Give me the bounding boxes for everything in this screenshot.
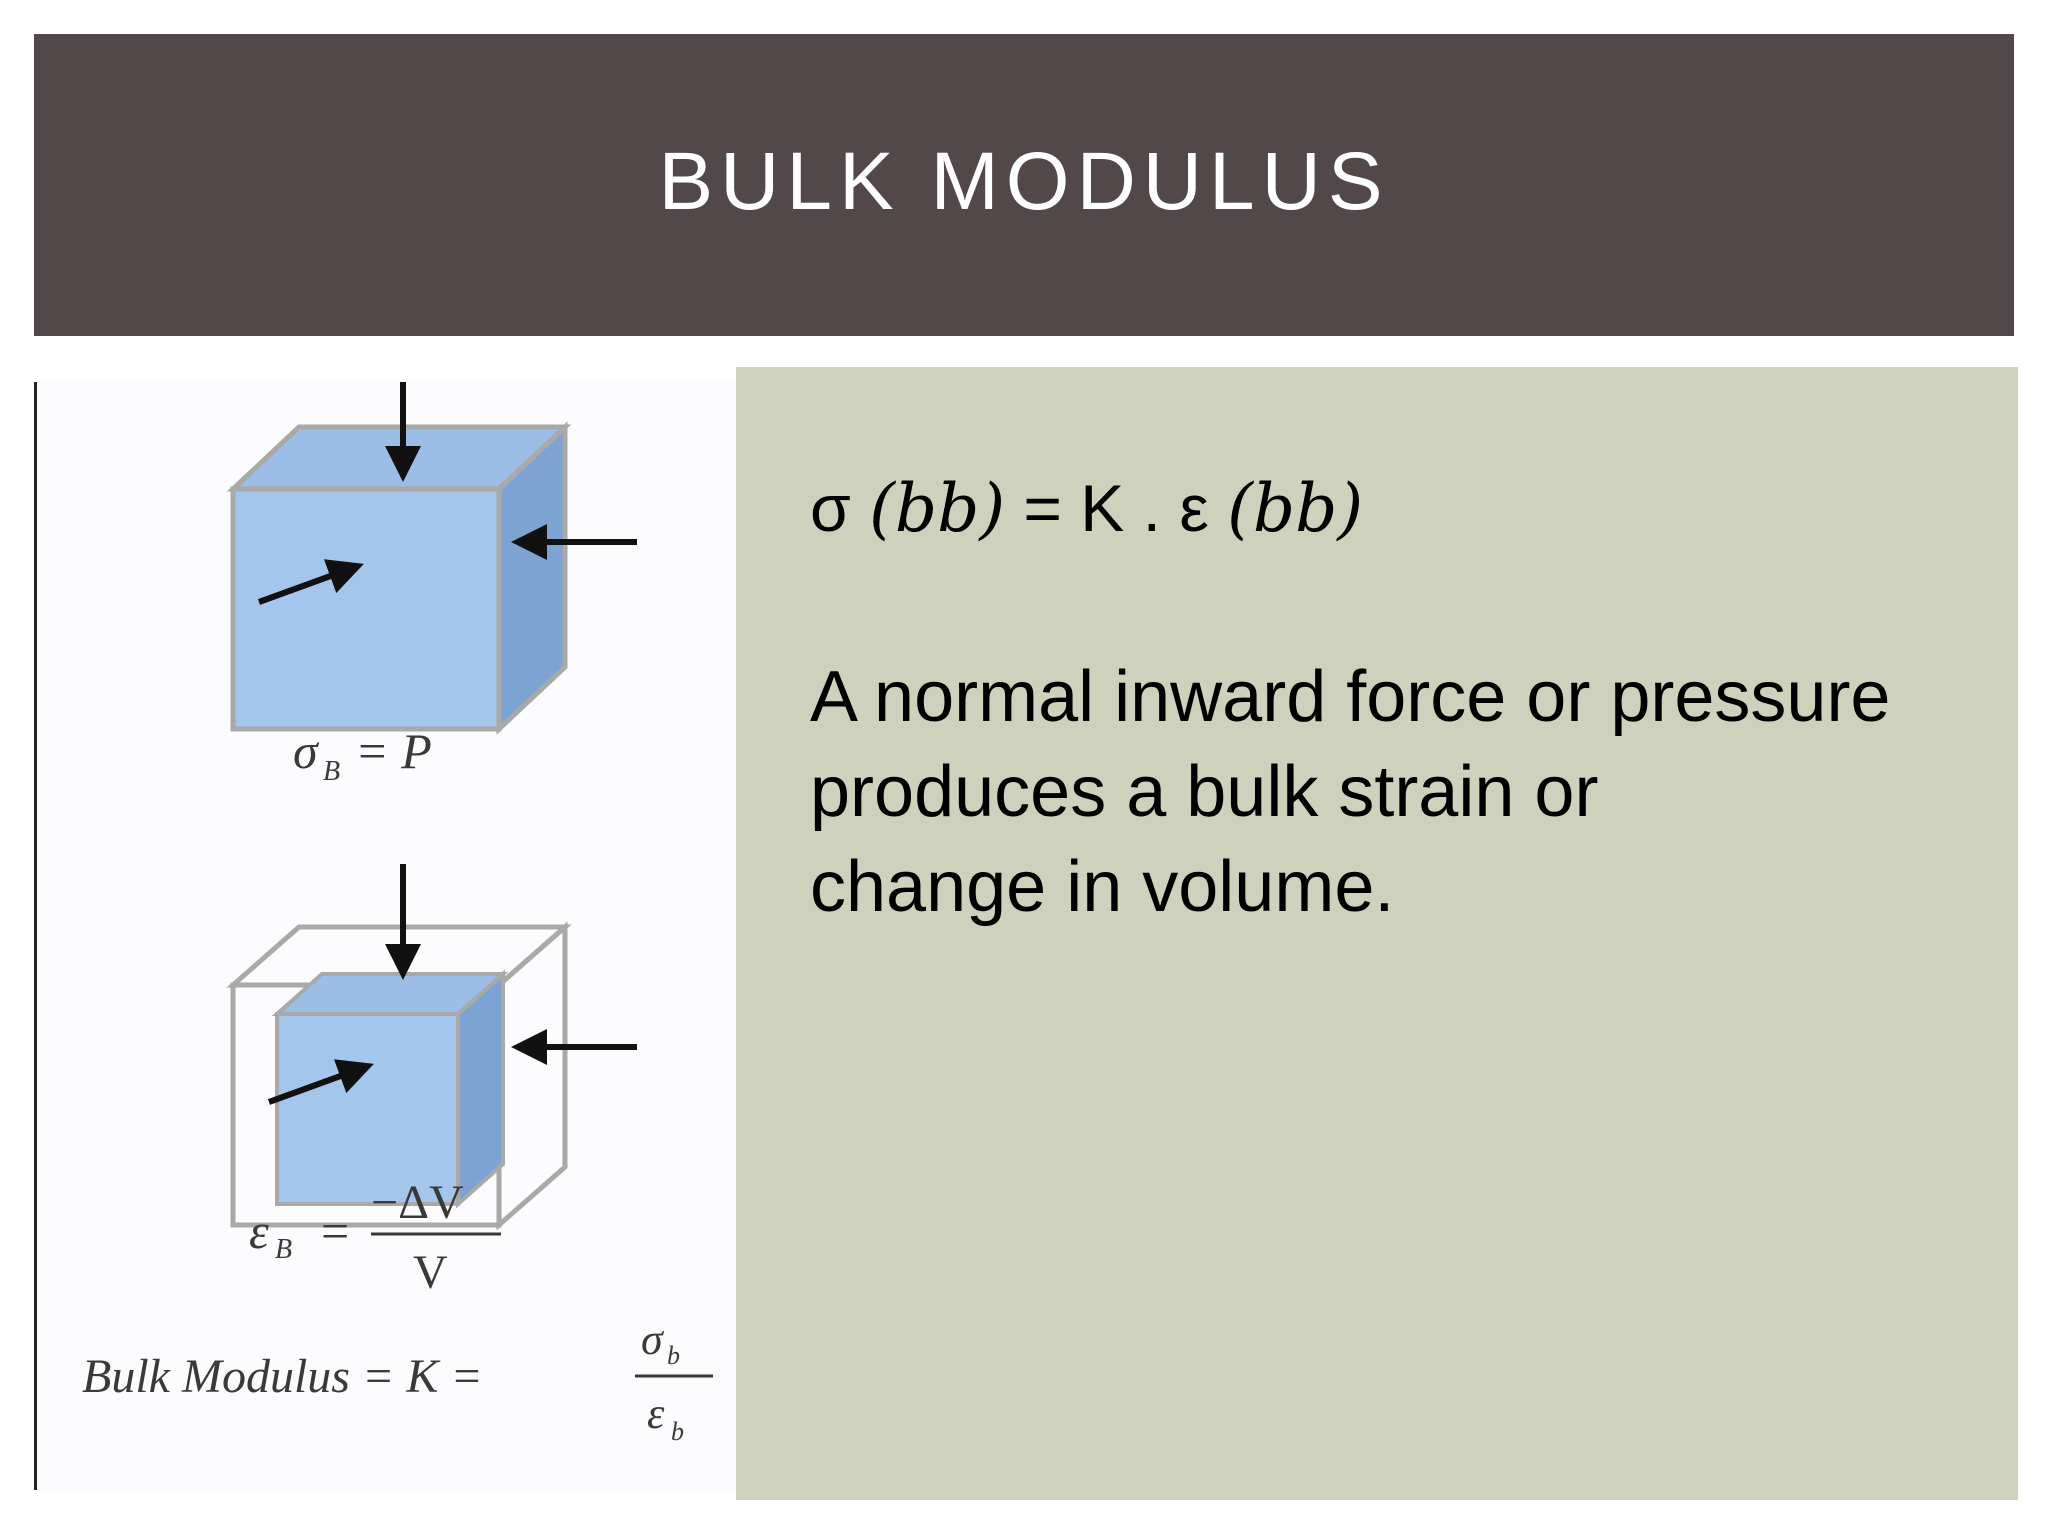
formula-sub-left: (bb) <box>869 470 1006 547</box>
description: A normal inward force or pressure produc… <box>810 650 2000 935</box>
original-cube <box>226 421 572 735</box>
modulus-lhs: Bulk Modulus = K = <box>82 1350 483 1403</box>
arrow-front-in-2 <box>267 1059 374 1105</box>
modulus-denominator-sub: b <box>671 1417 684 1446</box>
strain-numerator: −ΔV <box>371 1176 464 1229</box>
formula-sub-right: (bb) <box>1227 470 1364 547</box>
cube-front-face <box>230 486 502 732</box>
stress-rhs: = P <box>355 723 432 779</box>
modulus-numerator: σ <box>641 1315 665 1364</box>
modulus-denominator: ε <box>647 1389 665 1438</box>
strain-equation: ε B = −ΔV V <box>249 1176 501 1299</box>
strain-equals: = <box>321 1203 349 1259</box>
stress-symbol: σ <box>293 723 320 779</box>
formula-middle: = K . ε <box>1023 471 1209 545</box>
content-panel: σ (bb) = K . ε (bb) A normal inward forc… <box>736 367 2018 1500</box>
arrow-front-in <box>257 559 364 605</box>
strain-symbol: ε <box>249 1203 269 1259</box>
description-line: change in volume. <box>810 847 1395 927</box>
stress-subscript: B <box>323 756 340 787</box>
bulk-modulus-equation: Bulk Modulus = K = σ b ε b <box>82 1315 713 1446</box>
title-bar: BULK MODULUS <box>34 34 2014 336</box>
strain-denominator: V <box>413 1246 448 1299</box>
stress-equation: σ B = P <box>293 723 432 787</box>
bulk-modulus-diagram: σ B = P ε B = −ΔV V Bulk Modul <box>82 382 713 1446</box>
strain-subscript: B <box>275 1234 292 1265</box>
description-line: A normal inward force or pressure <box>810 657 1891 737</box>
modulus-numerator-sub: b <box>667 1341 680 1370</box>
diagram-panel: σ B = P ε B = −ΔV V Bulk Modul <box>34 382 736 1490</box>
compressed-cube <box>271 969 509 1209</box>
description-line: produces a bulk strain or <box>810 752 1599 832</box>
formula-sigma: σ <box>810 471 851 545</box>
slide-title: BULK MODULUS <box>658 136 1390 227</box>
stress-strain-formula: σ (bb) = K . ε (bb) <box>810 470 1363 547</box>
